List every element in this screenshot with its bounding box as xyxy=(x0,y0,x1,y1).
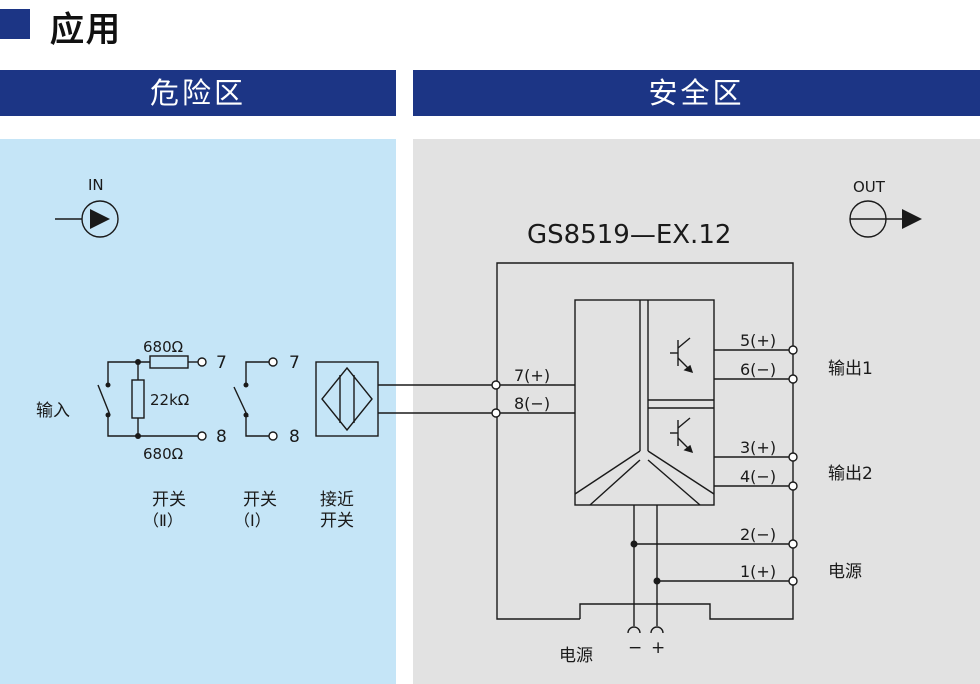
proximity-sensor-icon xyxy=(315,361,379,437)
transistor-2-icon xyxy=(670,417,694,454)
power-minus-label: − xyxy=(628,638,642,658)
out-label: OUT xyxy=(853,178,886,196)
safe-zone-area xyxy=(413,139,980,684)
terminal-sw1-bottom: 8 xyxy=(289,427,300,447)
output-2-label: 输出2 xyxy=(828,464,873,484)
safe-zone-header: 安全区 xyxy=(413,70,980,116)
page-title: 应用 xyxy=(50,10,122,50)
pin-7-label: 7(+) xyxy=(514,366,550,385)
prox-caption-2: 开关 xyxy=(320,511,354,531)
power-plus-label: + xyxy=(651,638,665,658)
switch-1-circuit xyxy=(233,357,278,441)
power-label-right: 电源 xyxy=(828,562,862,582)
resistor-bottom-label: 680Ω xyxy=(143,445,183,463)
hazard-zone-area xyxy=(0,139,396,684)
resistor-middle-label: 22kΩ xyxy=(150,391,189,409)
pin-2-label: 2(−) xyxy=(740,525,776,544)
prox-caption-1: 接近 xyxy=(320,490,354,510)
input-label: 输入 xyxy=(36,401,70,421)
in-label: IN xyxy=(88,176,104,194)
switch-2-circuit xyxy=(97,355,207,441)
in-arrow-icon xyxy=(55,200,119,238)
pin-3-label: 3(+) xyxy=(740,438,776,457)
switch-2-caption-2: （Ⅱ） xyxy=(143,511,183,530)
transistor-1-icon xyxy=(670,337,694,374)
terminal-sw2-top: 7 xyxy=(216,353,227,373)
pin-1-label: 1(+) xyxy=(740,562,776,581)
switch-1-caption-2: （Ⅰ） xyxy=(234,511,271,530)
terminal-sw1-top: 7 xyxy=(289,353,300,373)
out-arrow-icon xyxy=(849,200,922,238)
model-label: GS8519—EX.12 xyxy=(527,220,731,250)
pin-5-label: 5(+) xyxy=(740,331,776,350)
pin-6-label: 6(−) xyxy=(740,360,776,379)
isolator-block xyxy=(574,299,715,506)
switch-2-caption-1: 开关 xyxy=(152,490,186,510)
terminal-sw2-bottom: 8 xyxy=(216,427,227,447)
resistor-top-label: 680Ω xyxy=(143,338,183,356)
pin-8-label: 8(−) xyxy=(514,394,550,413)
pin-4-label: 4(−) xyxy=(740,467,776,486)
switch-1-caption-1: 开关 xyxy=(243,490,277,510)
module-outline xyxy=(496,262,794,620)
output-1-label: 输出1 xyxy=(828,359,873,379)
heading-square-icon xyxy=(0,9,30,39)
hazard-zone-header: 危险区 xyxy=(0,70,396,116)
power-label-bottom: 电源 xyxy=(559,646,593,666)
